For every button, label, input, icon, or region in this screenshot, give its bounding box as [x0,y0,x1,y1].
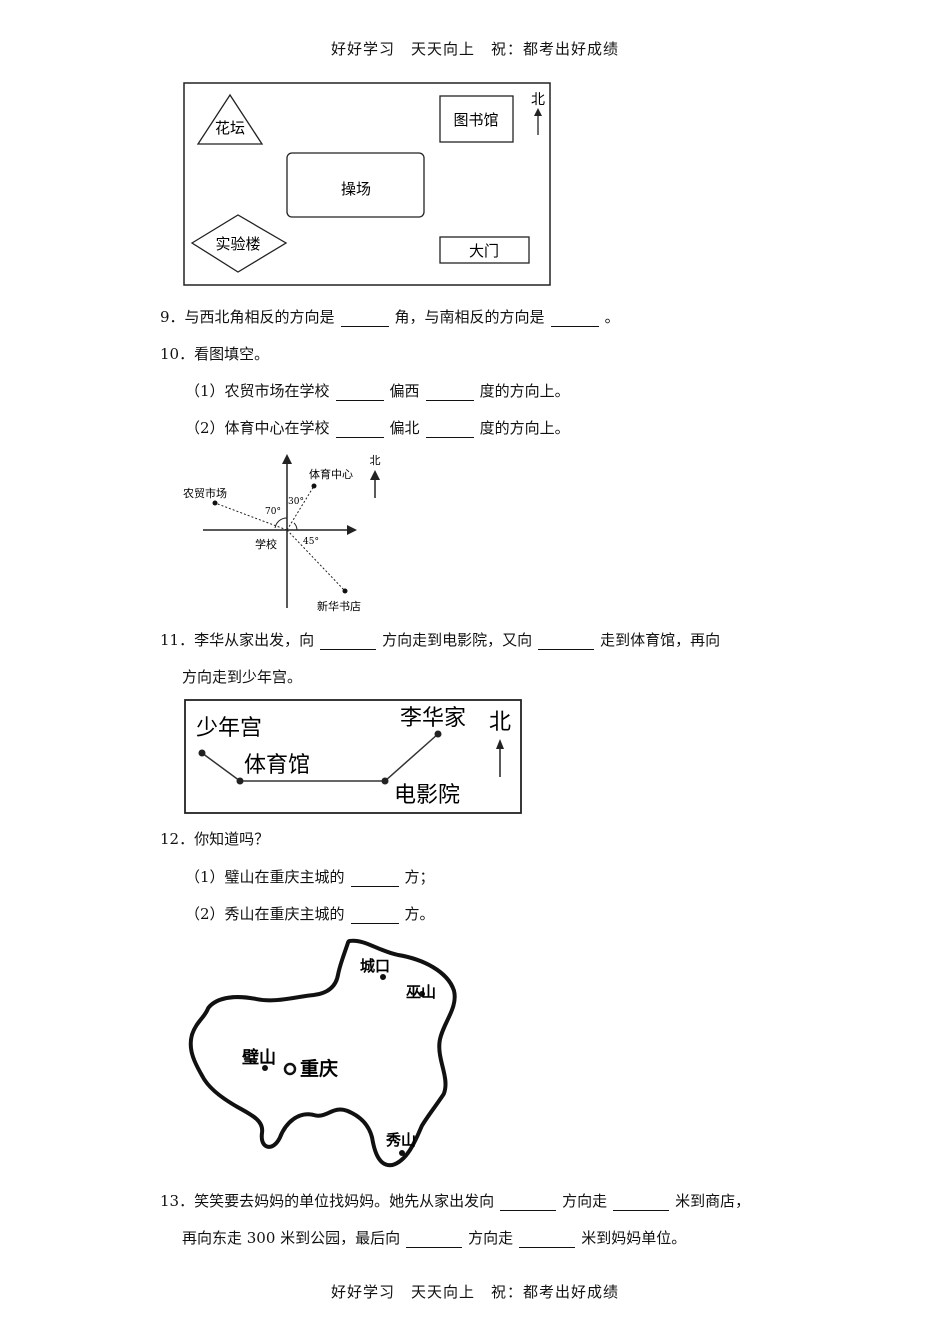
q10-p1-text-b: 偏西 [389,382,420,400]
q13-text-e: 方向走 [468,1229,514,1247]
school-label: 学校 [255,537,277,551]
playground-label: 操场 [341,180,371,198]
q13-blank-1[interactable] [500,1196,557,1211]
q11-text-c: 走到体育馆，再向 [600,631,721,649]
q13-text-c: 米到商店， [675,1192,751,1210]
q13-blank-2[interactable] [613,1196,670,1211]
bookstore-label: 新华书店 [317,599,361,613]
q11-text-d: 方向走到少年宫。 [182,668,303,686]
angle-30-label: 30° [288,497,304,507]
q11-blank-2[interactable] [538,635,595,650]
lab-building-shape [190,214,288,273]
question-12-part-1: （1）璧山在重庆主城的 方； [185,866,435,887]
question-9: 9．与西北角相反的方向是 角，与南相反的方向是 。 [160,306,620,327]
q13-text-f: 米到妈妈单位。 [581,1229,687,1247]
gate-shape [439,236,530,264]
lihua-home-label: 李华家 [400,706,466,731]
north-label-2: 北 [370,454,381,467]
q12-p2-text-b: 方。 [404,905,435,923]
angle-70-label: 70° [265,507,281,517]
q12-p2-text-a: （2）秀山在重庆主城的 [185,905,345,923]
youth-palace-label: 少年宫 [196,716,262,741]
q12-p1-text-b: 方； [404,868,435,886]
q9-blank-2[interactable] [550,312,599,327]
q9-text-c: 。 [604,308,620,326]
q10-p1-blank-1[interactable] [335,386,384,401]
q9-text-b: 角，与南相反的方向是 [394,308,545,326]
wushan-label: 巫山 [406,983,436,1001]
library-label: 图书馆 [453,111,498,129]
q12-p1-text-a: （1）璧山在重庆主城的 [185,868,345,886]
direction-diagram: 体育中心 农贸市场 学校 新华书店 70° 30° 45° 北 [183,454,381,613]
page-header: 好好学习 天天向上 祝：都考出好成绩 [330,40,619,58]
q9-text-a: 9．与西北角相反的方向是 [160,308,335,326]
question-10-part-1: （1）农贸市场在学校 偏西 度的方向上。 [185,380,570,401]
q12-p2-blank[interactable] [350,909,399,924]
q10-p1-text-a: （1）农贸市场在学校 [185,382,330,400]
q12-p1-blank[interactable] [350,872,399,887]
library-shape [439,95,514,143]
q10-p2-text-a: （2）体育中心在学校 [185,419,330,437]
q10-p2-text-c: 度的方向上。 [479,419,570,437]
question-13-line-1: 13．笑笑要去妈妈的单位找妈妈。她先从家出发向 方向走 米到商店， [160,1190,750,1211]
page-footer: 好好学习 天天向上 祝：都考出好成绩 [330,1283,619,1301]
q10-p2-blank-1[interactable] [335,423,384,438]
q10-p1-text-c: 度的方向上。 [479,382,570,400]
q10-p2-blank-2[interactable] [425,423,474,438]
question-10-part-2: （2）体育中心在学校 偏北 度的方向上。 [185,417,570,438]
q11-text-b: 方向走到电影院，又向 [382,631,533,649]
q13-text-d: 再向东走 300 米到公园，最后向 [182,1229,401,1247]
q11-blank-1[interactable] [320,635,377,650]
question-12-part-2: （2）秀山在重庆主城的 方。 [185,903,435,924]
chongqing-label: 重庆 [300,1057,338,1080]
question-10-title: 10．看图填空。 [160,345,270,363]
lab-building-label: 实验楼 [215,235,260,253]
q11-text-a: 11．李华从家出发，向 [160,631,315,649]
north-label-3: 北 [489,710,511,735]
q13-blank-4[interactable] [519,1233,576,1248]
chongqing-map: 城口 巫山 璧山 重庆 秀山 [188,938,457,1168]
route-map: 少年宫 体育馆 李华家 电影院 北 [184,699,522,814]
sports-center-label: 体育中心 [309,467,353,481]
cinema-label: 电影院 [394,783,460,808]
q9-blank-1[interactable] [340,312,389,327]
flowerbed-shape [196,93,264,145]
school-layout-map: 花坛 图书馆 北 操场 实验楼 大门 [183,82,551,286]
question-12-title: 12．你知道吗？ [160,830,270,848]
bishan-label: 璧山 [242,1047,276,1068]
q10-p1-blank-2[interactable] [425,386,474,401]
q13-blank-3[interactable] [406,1233,463,1248]
north-label: 北 [531,92,545,108]
flowerbed-label: 花坛 [215,119,245,137]
question-13-line-2: 再向东走 300 米到公园，最后向 方向走 米到妈妈单位。 [182,1227,686,1248]
chengkou-label: 城口 [360,957,390,975]
q13-text-b: 方向走 [562,1192,608,1210]
gym-label: 体育馆 [244,753,310,778]
q10-p2-text-b: 偏北 [389,419,420,437]
market-label: 农贸市场 [183,486,227,500]
question-11: 11．李华从家出发，向 方向走到电影院，又向 走到体育馆，再向 [160,629,720,650]
angle-45-label: 45° [303,537,319,547]
q13-text-a: 13．笑笑要去妈妈的单位找妈妈。她先从家出发向 [160,1192,495,1210]
gate-label: 大门 [469,242,499,260]
xiushan-label: 秀山 [385,1131,416,1149]
playground-shape [286,152,425,218]
